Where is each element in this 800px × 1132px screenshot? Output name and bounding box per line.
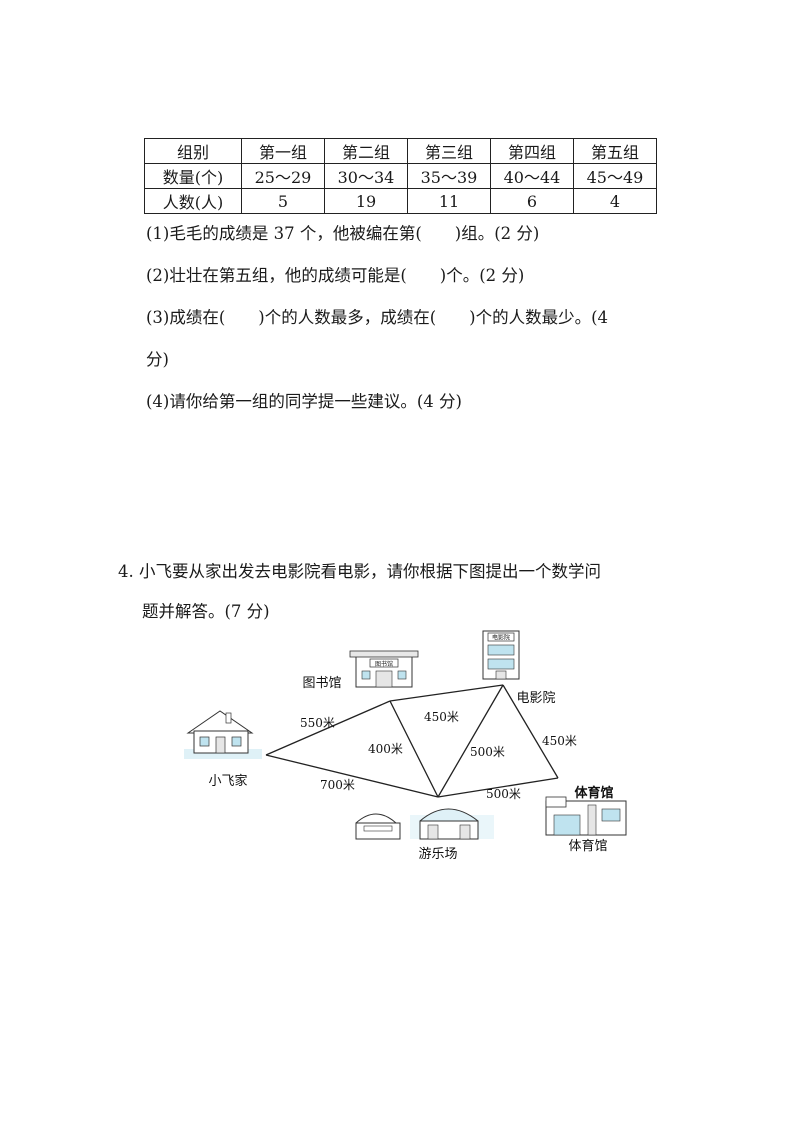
table-row: 组别 第一组 第二组 第三组 第四组 第五组 (144, 138, 657, 164)
route-park-cinema (437, 684, 504, 798)
label-gym: 体育馆 (568, 838, 607, 854)
table-cell: 35～39 (407, 163, 491, 189)
table-cell: 数量(个) (144, 163, 242, 189)
library-building: 图书馆 (349, 650, 419, 688)
question-3-line-1: (3)成绩在( )个的人数最多，成绩在( )个的人数最少。(4 (146, 308, 609, 327)
table-cell: 5 (241, 188, 325, 214)
score-table: 组别 第一组 第二组 第三组 第四组 第五组 数量(个) 25～29 30～34… (144, 138, 657, 214)
distance-library-park: 400米 (368, 742, 403, 756)
library-sign (369, 658, 399, 668)
cinema-sign (487, 632, 515, 642)
label-library: 图书馆 (302, 676, 341, 691)
gym-building: 体育馆 (545, 785, 627, 836)
route-home-park (265, 754, 439, 798)
route-home-library (265, 700, 391, 756)
gym-sign-text: 体育馆 (574, 785, 613, 801)
table-row: 数量(个) 25～29 30～34 35～39 40～44 45～49 (144, 163, 657, 189)
table-cell: 第一组 (241, 138, 325, 164)
table-cell: 11 (407, 188, 491, 214)
distance-home-park: 700米 (320, 778, 355, 792)
problem-4-line-2: 题并解答。(7 分) (142, 602, 270, 621)
table-cell: 第五组 (573, 138, 657, 164)
question-1: (1)毛毛的成绩是 37 个，他被编在第( )组。(2 分) (146, 224, 540, 243)
table-cell: 40～44 (490, 163, 574, 189)
route-library-park (389, 700, 439, 798)
table-cell: 25～29 (241, 163, 325, 189)
table-cell: 6 (490, 188, 574, 214)
park-building (355, 808, 494, 840)
route-map: 图书馆 电影院 体育馆 小飞家 图书馆 电影院 游乐场 体育馆 55 (184, 630, 627, 862)
distance-home-library: 550米 (300, 716, 335, 730)
table-cell: 组别 (144, 138, 242, 164)
problem-4-line-1: 4. 小飞要从家出发去电影院看电影，请你根据下图提出一个数学问 (118, 562, 601, 581)
library-sign-text: 图书馆 (375, 660, 393, 668)
home-building (184, 710, 262, 759)
label-cinema: 电影院 (516, 691, 555, 706)
table-cell: 第三组 (407, 138, 491, 164)
table-cell: 45～49 (573, 163, 657, 189)
table-cell: 第二组 (324, 138, 408, 164)
table-cell: 19 (324, 188, 408, 214)
distance-park-cinema: 500米 (470, 745, 505, 759)
route-park-gym (437, 777, 559, 798)
label-home: 小飞家 (208, 773, 247, 789)
table-row: 人数(人) 5 19 11 6 4 (144, 188, 657, 214)
question-3-line-2: 分) (146, 350, 169, 369)
table-cell: 4 (573, 188, 657, 214)
distance-library-cinema: 450米 (424, 710, 459, 724)
table-cell: 30～34 (324, 163, 408, 189)
route-cinema-gym (502, 684, 559, 779)
cinema-building: 电影院 (482, 630, 520, 680)
route-library-cinema (389, 684, 504, 702)
route-lines (265, 684, 559, 798)
distance-cinema-gym: 450米 (542, 734, 577, 748)
distance-park-gym: 500米 (486, 787, 521, 801)
question-4: (4)请你给第一组的同学提一些建议。(4 分) (146, 392, 462, 411)
table-cell: 第四组 (490, 138, 574, 164)
question-2: (2)壮壮在第五组，他的成绩可能是( )个。(2 分) (146, 266, 525, 285)
table-cell: 人数(人) (144, 188, 242, 214)
label-park: 游乐场 (418, 847, 457, 862)
cinema-sign-text: 电影院 (492, 634, 510, 642)
